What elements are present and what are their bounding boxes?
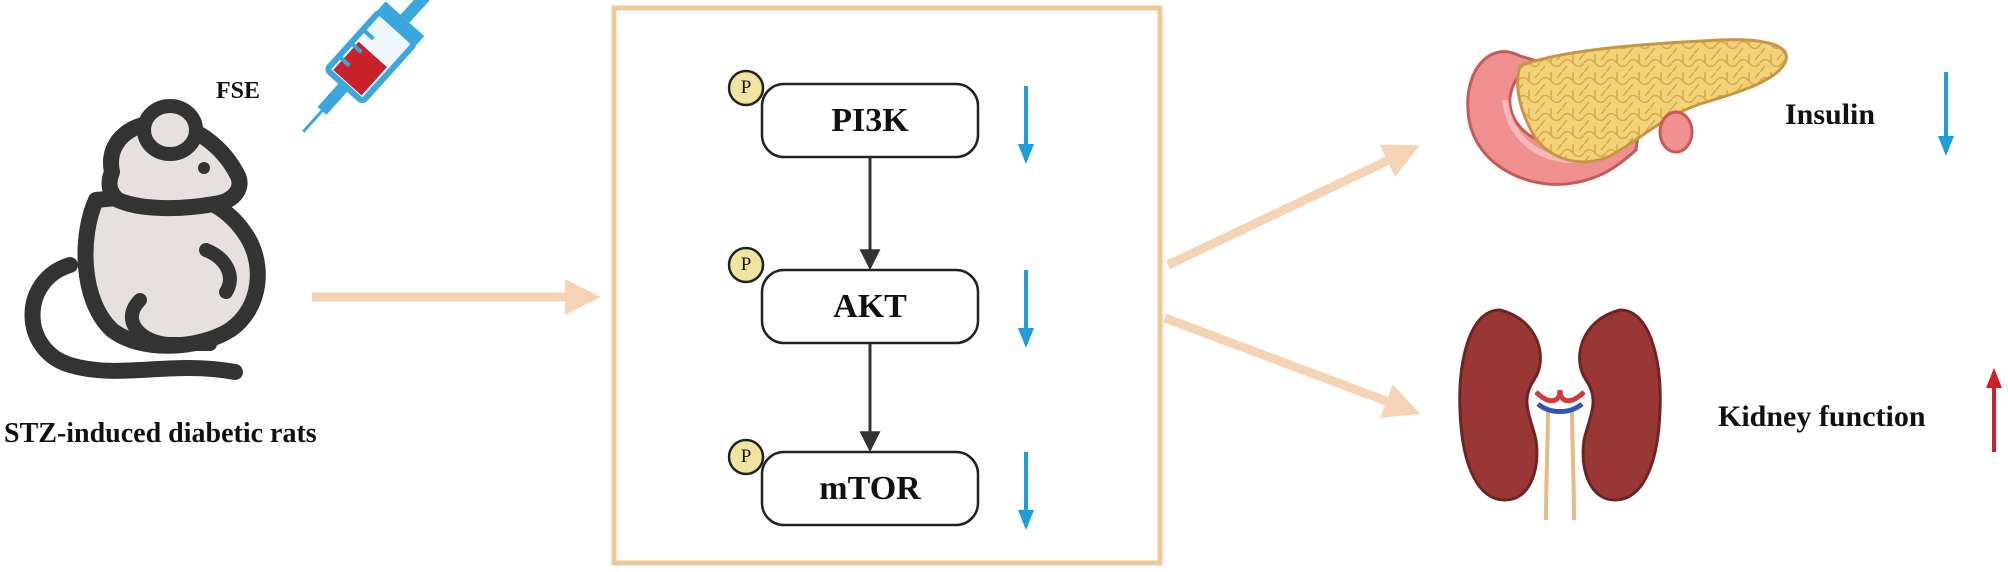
phospho-circle-pi3k bbox=[727, 69, 765, 107]
syringe-icon bbox=[302, 0, 443, 133]
phospho-label-akt: P bbox=[740, 254, 752, 275]
drug-label: FSE bbox=[216, 78, 261, 104]
insulin-label: Insulin bbox=[1785, 98, 1876, 131]
node-label-pi3k: PI3K bbox=[831, 102, 909, 139]
kidney-function-label: Kidney function bbox=[1718, 400, 1926, 433]
node-label-akt: AKT bbox=[833, 288, 907, 325]
kidneys-icon bbox=[1458, 308, 1662, 521]
phospho-label-pi3k: P bbox=[740, 77, 752, 98]
pancreas-icon bbox=[1466, 38, 1788, 186]
phospho-label-mtor: P bbox=[740, 446, 752, 467]
node-label-mtor: mTOR bbox=[819, 470, 921, 507]
phospho-circle-akt bbox=[727, 246, 765, 284]
model-label: STZ-induced diabetic rats bbox=[4, 418, 317, 449]
node-box-pi3k bbox=[760, 82, 980, 159]
flow-arrow-to-pancreas bbox=[1166, 144, 1420, 270]
phospho-circle-mtor bbox=[727, 438, 765, 476]
rat-icon bbox=[24, 99, 266, 380]
flow-arrow-to-kidneys bbox=[1163, 313, 1421, 418]
